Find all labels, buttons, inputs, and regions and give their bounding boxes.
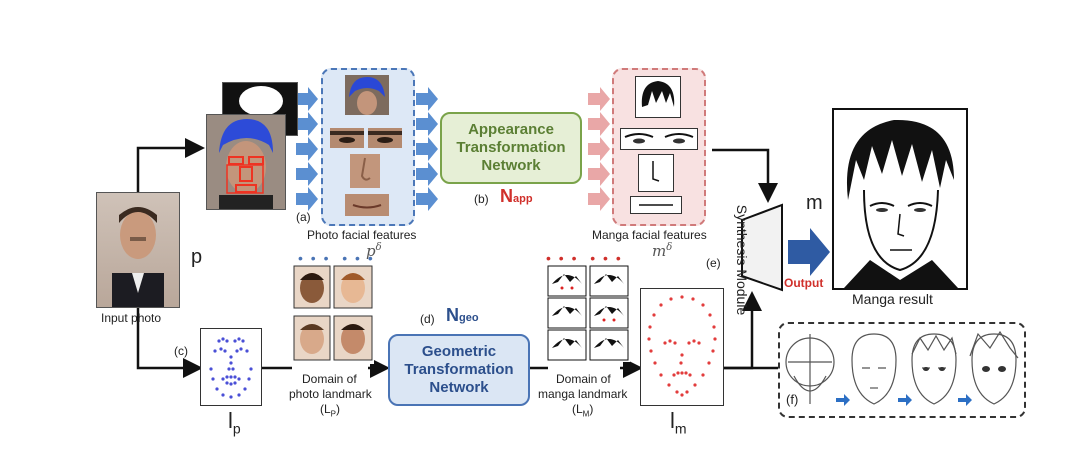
feature-hair (345, 75, 389, 115)
n-geo: Ngeo (446, 305, 479, 326)
photo-domain-line2: photo landmark (289, 387, 372, 401)
synthesis-module-shape (741, 203, 783, 292)
segmented-face-photo (206, 114, 286, 210)
synthesis-module-label: Synthesis Module (734, 204, 750, 316)
photo-domain-line1: Domain of (302, 372, 357, 386)
manga-result-label: Manga result (852, 291, 933, 307)
connector-manga-to-synthesis (712, 148, 778, 203)
label-d: (d) (420, 312, 435, 326)
p-delta-sup: δ (375, 242, 382, 253)
n-geo-sub: geo (459, 312, 479, 324)
photo-landmark-box (200, 328, 262, 406)
blue-arrows-left (296, 87, 318, 211)
manga-domain-close: ) (589, 402, 594, 416)
lm-main: l (670, 408, 675, 433)
n-geo-main: N (446, 305, 459, 325)
manga-domain-line3: (LM) (572, 402, 593, 418)
drawing-examples-box: (f) (778, 322, 1026, 418)
p-delta: pδ (366, 242, 382, 260)
geometric-network-title: Geometric Transformation Network (390, 343, 528, 397)
appearance-network-title: Appearance Transformation Network (442, 121, 580, 175)
appearance-line1: Appearance (468, 121, 554, 138)
manga-result-image (832, 108, 968, 290)
manga-features-label: Manga facial features (592, 228, 707, 242)
manga-domain-collage (546, 264, 630, 362)
label-f: (f) (786, 392, 799, 407)
lm-symbol: lm (670, 408, 687, 436)
photo-domain-dots: • • • • • • (298, 250, 375, 266)
geometric-line2: Transformation (404, 361, 514, 378)
photo-domain-collage (292, 264, 374, 364)
label-b: (b) (474, 192, 489, 206)
lm-sub: m (674, 420, 687, 437)
p-symbol: p (191, 246, 203, 268)
manga-landmark-box (640, 288, 724, 406)
geometric-line1: Geometric (421, 343, 497, 360)
manga-domain-line2: manga landmark (538, 387, 628, 401)
geometric-network-box: Geometric Transformation Network (388, 334, 530, 406)
manga-feature-hair (635, 76, 681, 118)
manga-domain-line1: Domain of (556, 372, 611, 386)
input-photo-label: Input photo (101, 311, 162, 325)
manga-domain-open: (L (572, 402, 583, 416)
photo-domain-sub: P (330, 409, 337, 419)
feature-right-eye (368, 128, 402, 148)
n-app-sub: app (513, 193, 533, 205)
appearance-network-box: Appearance Transformation Network (440, 112, 582, 184)
label-c: (c) (174, 344, 188, 358)
appearance-line2: Transformation (456, 139, 566, 156)
label-a: (a) (296, 210, 311, 224)
feature-mouth (345, 194, 389, 216)
blue-arrows-middle (416, 87, 438, 211)
lp-sub: p (232, 420, 241, 437)
m-delta-sup: δ (666, 242, 673, 253)
pink-arrows (588, 87, 610, 211)
n-app: Napp (500, 186, 533, 207)
manga-domain-dots: • • • • • • (546, 250, 623, 266)
m-symbol: m (806, 192, 823, 214)
output-label: Output (784, 276, 824, 290)
output-arrow (788, 228, 830, 276)
photo-domain-line3: (LP) (320, 402, 340, 418)
photo-domain-open: (L (320, 402, 331, 416)
manga-feature-nose (638, 154, 674, 192)
manga-feature-eyes (620, 128, 698, 150)
manga-feature-mouth (630, 196, 682, 214)
p-delta-base: p (366, 242, 376, 260)
appearance-line3: Network (481, 157, 541, 174)
input-photo (96, 192, 180, 308)
m-delta: mδ (652, 242, 672, 260)
connector-input-to-top (136, 138, 205, 192)
connector-input-to-landmark (136, 306, 203, 378)
m-delta-base: m (652, 242, 667, 260)
label-e: (e) (706, 256, 721, 270)
photo-features-label: Photo facial features (307, 228, 417, 242)
lp-main: l (228, 408, 233, 433)
lp-symbol: lp (228, 408, 241, 436)
geometric-line3: Network (429, 379, 489, 396)
feature-left-eye (330, 128, 364, 148)
feature-nose (350, 154, 380, 188)
n-app-main: N (500, 186, 513, 206)
photo-domain-close: ) (336, 402, 341, 416)
manga-domain-sub: M (582, 409, 590, 419)
